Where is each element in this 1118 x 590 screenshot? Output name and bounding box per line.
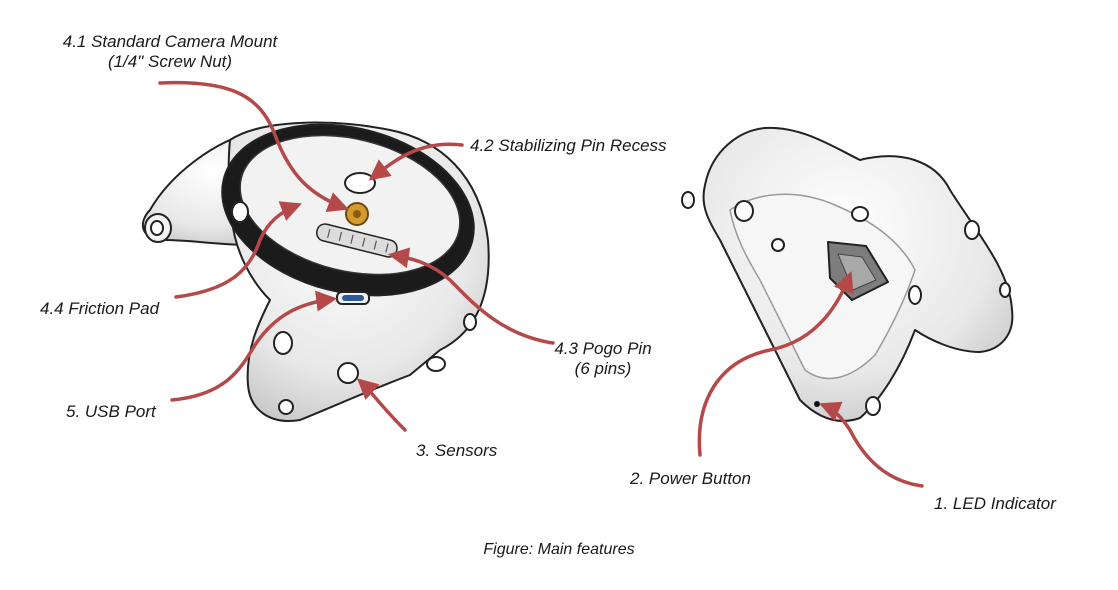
arrow-friction-pad [174,201,302,299]
label-friction-pad: 4.4 Friction Pad [40,299,160,318]
led-indicator [814,401,820,407]
label-pogo-pin-sub: (6 pins) [574,359,632,378]
arrow-usb-port [170,290,338,402]
sensor [681,191,695,209]
sensor [908,285,922,305]
arrow-power-button [697,271,854,457]
arrow-pogo-pin [387,247,555,345]
callout-arrows [158,80,924,488]
sensor [337,362,359,384]
label-pogo-pin-title: 4.3 Pogo Pin [554,339,652,358]
arrow-camera-mount [158,80,349,212]
arrow-stabilizing-pin [368,142,464,181]
label-usb-port: 5. USB Port [66,402,156,421]
sensor [865,396,881,416]
figure-caption: Figure: Main features [483,541,635,558]
label-pogo-pin: 4.3 Pogo Pin (6 pins) [548,339,658,379]
label-led-indicator: 1. LED Indicator [934,494,1056,513]
sensor [426,356,446,372]
sensor [231,201,249,223]
sensor [278,399,294,415]
label-stabilizing-pin: 4.2 Stabilizing Pin Recess [470,136,667,155]
sensor [771,238,785,252]
label-camera-mount-title: 4.1 Standard Camera Mount [62,32,278,51]
arrow-led-indicator [819,401,924,488]
sensor [964,220,980,240]
tracker-rear-view [681,126,1014,422]
label-sensors: 3. Sensors [416,441,498,460]
arrow-sensors [356,378,407,432]
pogo-pins [327,228,389,253]
sensor [734,200,754,222]
sensor [273,331,293,355]
sensor [851,206,869,222]
stabilizing-pin-recess [344,172,376,194]
sensor [463,313,477,331]
label-camera-mount: 4.1 Standard Camera Mount (1/4" Screw Nu… [45,32,295,72]
sensor [999,282,1011,298]
tracker-front-view [141,121,490,422]
label-power-button: 2. Power Button [630,469,751,488]
label-camera-mount-sub: (1/4" Screw Nut) [107,52,233,71]
